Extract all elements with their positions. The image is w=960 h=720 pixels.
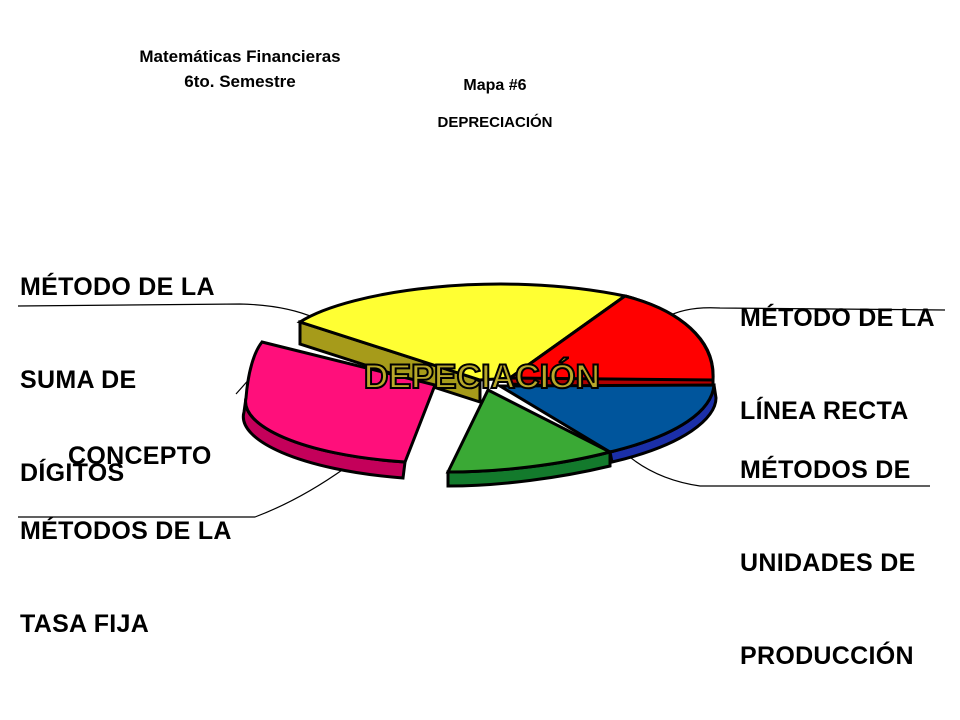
label-linea-recta: MÉTODO DE LA LÍNEA RECTA [740, 241, 935, 458]
label-linea-line1: MÉTODO DE LA [740, 304, 935, 332]
label-unidades-line3: PRODUCCIÓN [740, 642, 914, 670]
label-suma-digitos: MÉTODO DE LA SUMA DE DÍGITOS [20, 210, 215, 520]
slice-blue [494, 383, 716, 454]
label-unidades-produccion: MÉTODOS DE UNIDADES DE PRODUCCIÓN [740, 393, 916, 703]
course-title: Matemáticas Financieras 6to. Semestre [90, 44, 390, 94]
label-suma-line3: DÍGITOS [20, 459, 125, 487]
label-unidades-line1: MÉTODOS DE [740, 456, 911, 484]
label-concepto-line1: CONCEPTO [68, 442, 212, 470]
label-suma-line2: SUMA DE [20, 366, 137, 394]
label-linea-line2: LÍNEA RECTA [740, 397, 909, 425]
slice-green [445, 387, 615, 474]
map-topic: DEPRECIACIÓN [437, 114, 553, 131]
label-tasa-fija: MÉTODOS DE LA TASA FIJA [20, 454, 232, 671]
map-number: Mapa #6 [463, 77, 527, 94]
course-title-line1: Matemáticas Financieras [139, 47, 341, 66]
slice-red [505, 294, 715, 382]
label-tasa-line2: TASA FIJA [20, 610, 150, 638]
slice-pink [244, 340, 438, 464]
label-tasa-line1: MÉTODOS DE LA [20, 517, 232, 545]
label-unidades-line2: UNIDADES DE [740, 549, 916, 577]
center-label: DEPECIACIÓN [364, 358, 600, 396]
label-concepto: CONCEPTO [68, 379, 212, 503]
label-suma-line1: MÉTODO DE LA [20, 273, 215, 301]
course-title-line2: 6to. Semestre [184, 72, 296, 91]
connector-tasa [18, 467, 346, 518]
connector-suma [17, 303, 316, 319]
